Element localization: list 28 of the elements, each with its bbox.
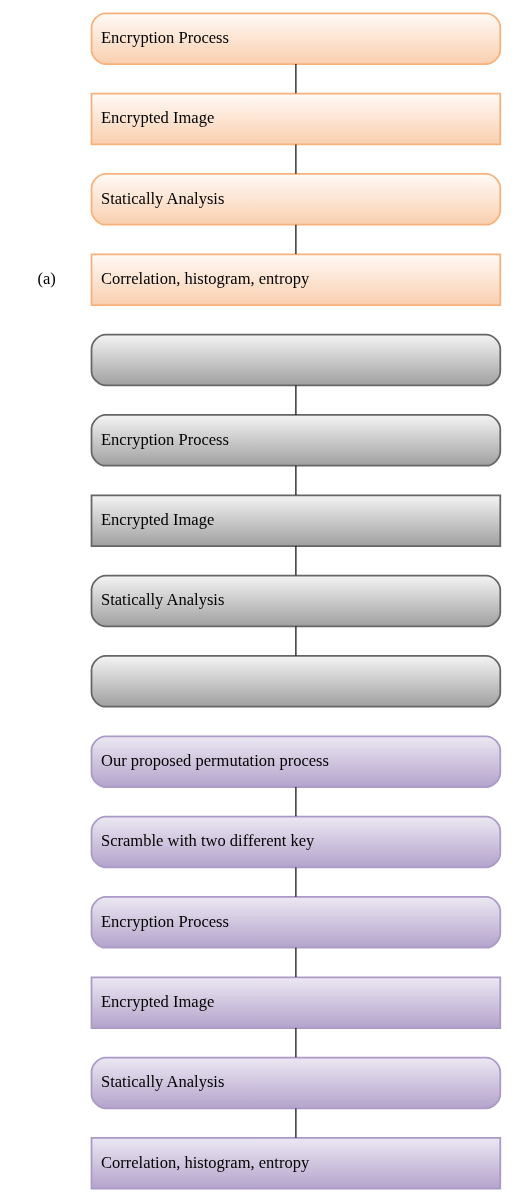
connector (294, 947, 296, 978)
node-box: Correlation, histogram, entropy (90, 253, 501, 306)
connector (294, 1107, 296, 1139)
node-box: Scramble with two different key (90, 815, 501, 869)
connector (294, 786, 296, 817)
connector (294, 545, 296, 576)
node-box: Encrypted Image (90, 494, 501, 547)
node-box: Encryption Process (90, 414, 501, 467)
node-box: Correlation, histogram, entropy (90, 1137, 501, 1190)
node-box: Encryption Process (90, 12, 501, 65)
connector (294, 63, 296, 94)
node-box: Statically Analysis (90, 574, 501, 628)
node-box: Our proposed permutation process (90, 735, 501, 788)
connector (294, 625, 296, 657)
node-box (90, 333, 501, 387)
connector (294, 465, 296, 496)
connector (294, 224, 296, 255)
connector (294, 384, 296, 416)
node-box: Statically Analysis (90, 1056, 501, 1110)
connector (294, 1027, 296, 1058)
connector (294, 866, 296, 898)
connector (294, 143, 296, 175)
node-box: Encryption Process (90, 896, 501, 949)
node-box (90, 655, 501, 708)
label: (a) (36, 269, 56, 289)
node-box: Statically Analysis (90, 173, 501, 226)
node-box: Encrypted Image (90, 976, 501, 1029)
node-box: Encrypted Image (90, 92, 501, 146)
